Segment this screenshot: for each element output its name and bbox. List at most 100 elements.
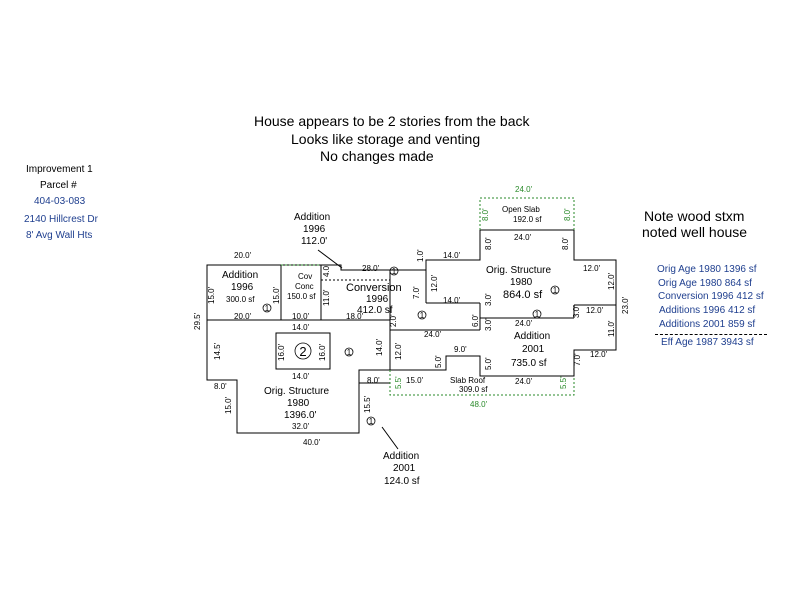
dim-label: 14.0' <box>443 296 461 305</box>
second-story-box <box>275 332 331 370</box>
dim-label: 3.0' <box>484 293 493 306</box>
dim-label: 15.0' <box>207 286 216 304</box>
dim-label: 12.0' <box>607 272 616 290</box>
dim-label-green: 8.0' <box>481 208 490 221</box>
dim-label: 6.0' <box>471 314 480 327</box>
marker-main-center: 1 <box>347 348 352 357</box>
area-orig-structure-main-size: 1396.0' <box>284 410 317 421</box>
area-orig-structure-main-name: Orig. Structure <box>264 386 329 397</box>
age-row-5: Additions 2001 859 sf <box>659 319 756 330</box>
marker-addition-left: 1 <box>265 304 270 313</box>
dim-label: 12.0' <box>586 306 604 315</box>
dim-label: 14.0' <box>292 323 310 332</box>
dim-label: 14.0' <box>375 338 384 356</box>
area-cov-conc-name2: Conc <box>295 282 314 291</box>
area-addition-1996-left-name: Addition <box>222 270 258 281</box>
area-addition-2001-right-name: Addition <box>514 331 550 342</box>
area-cov-conc-size: 150.0 sf <box>287 292 316 301</box>
callout-top-year: 1996 <box>303 224 326 235</box>
dim-label: 14.5' <box>213 342 222 360</box>
area-addition-2001-right-size: 735.0 sf <box>511 358 547 369</box>
marker-orig-right: 1 <box>553 286 558 295</box>
area-cov-conc-name: Cov <box>298 272 312 281</box>
dim-label: 12.0' <box>430 274 439 292</box>
dim-label-green: 5.5' <box>394 376 403 389</box>
age-row-3: Conversion 1996 412 sf <box>658 291 764 302</box>
marker-bottom-add: 1 <box>369 417 374 426</box>
parcel-label: Parcel # <box>40 180 77 191</box>
area-conversion-name: Conversion <box>346 282 402 294</box>
dim-label: 11.0' <box>607 320 616 337</box>
area-orig-structure-right-year: 1980 <box>510 277 533 288</box>
area-addition-1996-left-size: 300.0 sf <box>226 295 255 304</box>
age-effective: Eff Age 1987 3943 sf <box>661 337 754 348</box>
marker-circle <box>389 266 399 276</box>
callout-bottom-size: 124.0 sf <box>384 476 420 487</box>
callout-top-name: Addition <box>294 212 330 223</box>
note-line-1: House appears to be 2 stories from the b… <box>254 113 530 129</box>
callout-top-size: 112.0' <box>301 236 327 247</box>
marker-strip: 1 <box>392 267 397 276</box>
marker-circle <box>532 309 542 319</box>
dim-label: 8.0' <box>214 382 227 391</box>
callout-bottom-year: 2001 <box>393 463 416 474</box>
dim-label: 14.0' <box>292 372 310 381</box>
right-note-line-1: Note wood stxm <box>644 208 745 224</box>
dim-label: 24.0' <box>424 330 442 339</box>
dim-label: 3.0' <box>484 318 493 331</box>
dim-label: 5.0' <box>484 357 493 370</box>
dim-label: 7.0' <box>573 353 582 366</box>
parcel-number: 404-03-083 <box>34 196 86 207</box>
improvement-label: Improvement 1 <box>26 164 93 175</box>
age-row-1: Orig Age 1980 1396 sf <box>657 264 757 275</box>
dim-label: 29.5' <box>193 312 202 330</box>
area-orig-structure-right-name: Orig. Structure <box>486 265 551 276</box>
dim-label: 20.0' <box>234 312 252 321</box>
dim-label: 15.5' <box>363 395 372 413</box>
dim-label: 8.0' <box>561 237 570 250</box>
dim-label: 14.0' <box>443 251 461 260</box>
summary-divider <box>655 334 767 335</box>
dim-label: 28.0' <box>362 264 380 273</box>
marker-circle <box>550 285 560 295</box>
dim-label: 8.0' <box>484 237 493 250</box>
dim-label: 4.0' <box>322 264 331 277</box>
marker-main-right: 1 <box>535 310 540 319</box>
slab-roof-outline <box>389 370 575 396</box>
marker-circle <box>417 310 427 320</box>
callout-bottom-name: Addition <box>383 451 419 462</box>
area-conversion-year: 1996 <box>366 294 389 305</box>
dim-label: 24.0' <box>515 319 533 328</box>
area-addition-1996-left-year: 1996 <box>231 282 254 293</box>
dim-label: 1.0' <box>416 249 425 262</box>
address: 2140 Hillcrest Dr <box>24 214 98 225</box>
age-row-4: Additions 1996 412 sf <box>659 305 756 316</box>
wall-heights: 8' Avg Wall Hts <box>26 230 93 241</box>
area-orig-structure-right-size: 864.0 sf <box>503 289 543 301</box>
area-slab-roof-name: Slab Roof <box>450 376 486 385</box>
house-outline <box>206 229 617 434</box>
area-addition-2001-right-year: 2001 <box>522 344 545 355</box>
dim-label: 12.0' <box>394 342 403 360</box>
dim-label-green: 24.0' <box>515 185 533 194</box>
area-open-slab-size: 192.0 sf <box>513 215 542 224</box>
dim-label: 5.0' <box>434 355 443 368</box>
dim-label: 7.0' <box>412 286 421 299</box>
marker-circle <box>344 347 354 357</box>
dim-label: 8.0' <box>367 376 380 385</box>
dim-label: 11.0' <box>322 289 331 306</box>
note-line-2: Looks like storage and venting <box>291 131 481 147</box>
area-conversion-size: 412.0 sf <box>357 305 393 316</box>
marker-circle-large <box>294 342 312 360</box>
area-slab-roof-size: 309.0 sf <box>459 385 488 394</box>
note-line-3: No changes made <box>320 148 434 164</box>
right-note-line-2: noted well house <box>642 224 748 240</box>
dim-label: 32.0' <box>292 422 310 431</box>
dim-label: 9.0' <box>454 345 467 354</box>
area-orig-structure-main-year: 1980 <box>287 398 310 409</box>
area-open-slab-name: Open Slab <box>502 205 540 214</box>
dim-label: 2.0' <box>389 314 398 327</box>
age-row-2: Orig Age 1980 864 sf <box>658 278 752 289</box>
dim-label: 18.0' <box>346 312 364 321</box>
